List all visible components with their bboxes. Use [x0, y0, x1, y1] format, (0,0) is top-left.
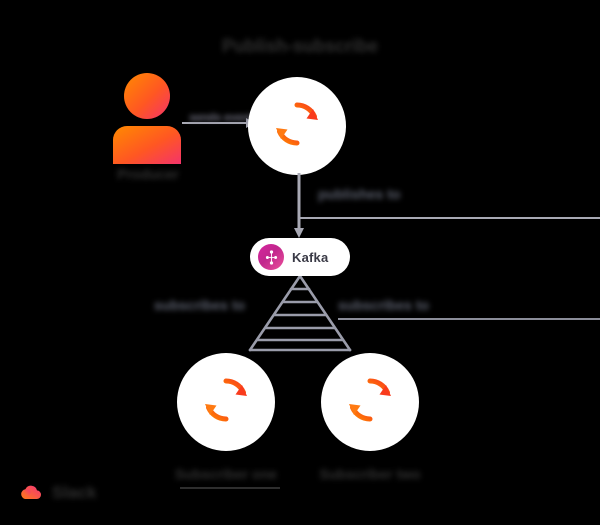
consumer-a-label: Subscriber one: [166, 466, 286, 482]
kafka-label: Kafka: [292, 249, 329, 265]
kafka-logo-icon: [258, 244, 284, 270]
broker-fanout-connector: [236, 274, 364, 352]
consumer-b-label-text: Subscriber two: [319, 466, 421, 482]
sync-arrows-icon: [198, 372, 254, 433]
subscribe-right-label-text: subscribes to: [338, 297, 430, 313]
consumer-b-label: Subscriber two: [310, 466, 430, 482]
publish-underline: [300, 217, 600, 219]
subscribe-left-label: subscribes to: [154, 297, 266, 313]
cloud-mark-icon: [18, 480, 44, 506]
person-icon: [103, 72, 191, 164]
actor-label: Producer: [90, 166, 206, 182]
consumer-b-node: [321, 353, 419, 451]
kafka-broker-badge[interactable]: Kafka: [250, 238, 350, 276]
consumer-a-underline: [180, 487, 280, 489]
diagram-title: Publish-subscribe: [0, 36, 600, 57]
diagram-title-text: Publish-subscribe: [221, 36, 379, 56]
actor-to-producer-label-text: sends event: [189, 112, 253, 124]
brand-footer: Slack: [18, 480, 96, 506]
sync-arrows-icon: [269, 96, 325, 157]
subscribe-right-label: subscribes to: [338, 297, 458, 313]
producer-to-broker-arrow: [290, 173, 308, 239]
sync-arrows-icon: [342, 372, 398, 433]
subscribe-right-underline: [338, 318, 600, 320]
subscribe-left-label-text: subscribes to: [154, 297, 246, 313]
brand-wordmark: Slack: [52, 483, 96, 503]
producer-service-node: [248, 77, 346, 175]
actor-label-text: Producer: [117, 166, 179, 182]
actor-to-producer-label: sends event: [186, 112, 256, 124]
consumer-a-label-text: Subscriber one: [175, 466, 277, 482]
consumer-a-node: [177, 353, 275, 451]
brand-wordmark-text: Slack: [52, 483, 97, 502]
publish-edge-label: publishes to: [318, 186, 400, 202]
publish-edge-label-text: publishes to: [318, 186, 401, 202]
